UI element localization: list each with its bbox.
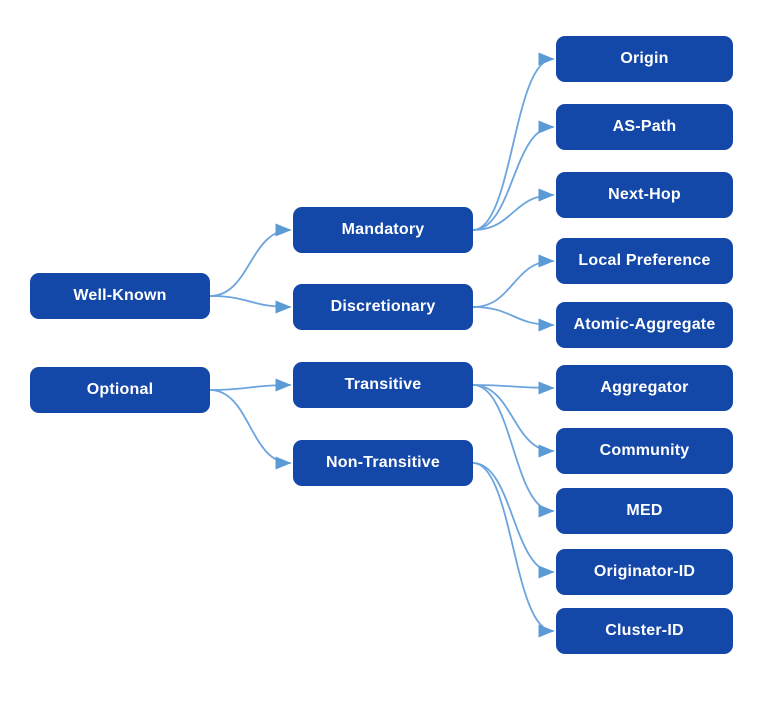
node-label: Transitive (344, 376, 422, 393)
edge-optional-transitive (209, 378, 292, 392)
node-next-hop: Next-Hop (556, 172, 733, 218)
node-label: AS-Path (612, 118, 677, 135)
node-originator-id: Originator-ID (556, 549, 733, 595)
node-label: Originator-ID (593, 563, 696, 580)
node-well-known: Well-Known (30, 273, 210, 319)
node-optional: Optional (30, 367, 210, 413)
node-label: Next-Hop (608, 186, 681, 203)
node-label: MED (626, 502, 663, 519)
node-community: Community (556, 428, 733, 474)
edge-discretionary-atomic_aggregate (472, 306, 555, 332)
edge-mandatory-origin (472, 52, 555, 231)
node-label: Non-Transitive (326, 454, 440, 471)
edge-transitive-aggregator (472, 381, 555, 395)
node-label: Aggregator (600, 379, 689, 396)
edge-mandatory-as_path (472, 120, 555, 231)
node-label: Optional (86, 381, 154, 398)
edge-transitive-med (472, 384, 555, 518)
node-discretionary: Discretionary (293, 284, 473, 330)
node-med: MED (556, 488, 733, 534)
edge-discretionary-local_preference (472, 254, 555, 308)
edge-well_known-discretionary (209, 295, 292, 314)
node-non-transitive: Non-Transitive (293, 440, 473, 486)
node-label: Origin (620, 50, 669, 67)
node-atomic-aggregate: Atomic-Aggregate (556, 302, 733, 348)
node-transitive: Transitive (293, 362, 473, 408)
node-label: Well-Known (73, 287, 167, 304)
node-mandatory: Mandatory (293, 207, 473, 253)
edge-well_known-mandatory (209, 223, 292, 297)
node-aggregator: Aggregator (556, 365, 733, 411)
node-label: Local Preference (578, 252, 711, 269)
edge-transitive-community (472, 384, 555, 458)
node-label: Cluster-ID (605, 622, 684, 639)
node-as-path: AS-Path (556, 104, 733, 150)
edge-mandatory-next_hop (472, 188, 555, 231)
edge-non_transitive-cluster_id (472, 462, 555, 638)
node-label: Mandatory (341, 221, 425, 238)
edge-optional-non_transitive (209, 389, 292, 470)
node-local-preference: Local Preference (556, 238, 733, 284)
node-label: Discretionary (330, 298, 436, 315)
node-origin: Origin (556, 36, 733, 82)
edge-non_transitive-originator_id (472, 462, 555, 579)
node-label: Atomic-Aggregate (573, 316, 716, 333)
node-label: Community (599, 442, 690, 459)
node-cluster-id: Cluster-ID (556, 608, 733, 654)
